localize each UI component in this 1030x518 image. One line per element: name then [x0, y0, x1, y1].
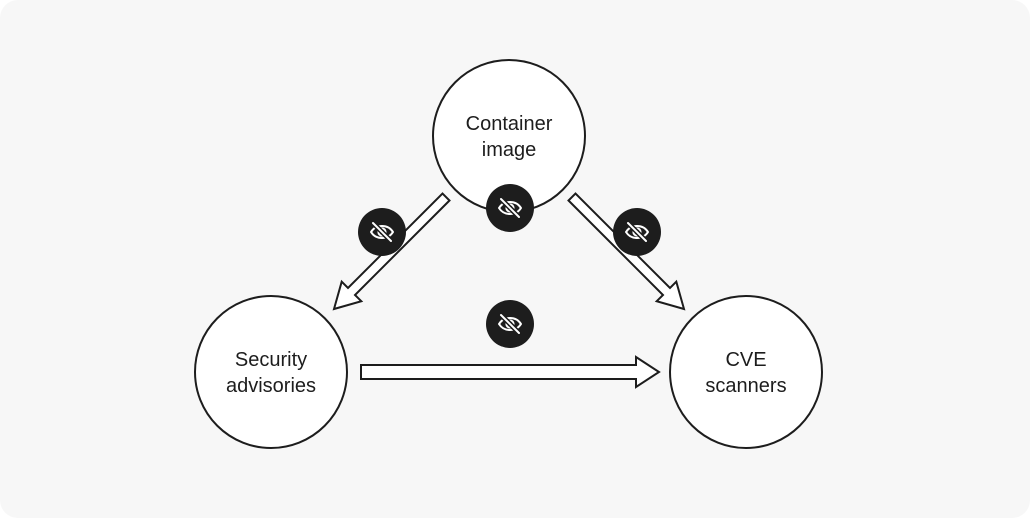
node-container-image-label-line-2: image	[482, 139, 536, 161]
node-security-advisories: Security advisories	[194, 295, 348, 449]
node-security-advisories-label-line-2: advisories	[226, 375, 316, 397]
node-cve-scanners: CVE scanners	[669, 295, 823, 449]
edge-security-to-cve	[360, 355, 661, 389]
node-security-advisories-label-line-1: Security	[235, 349, 307, 371]
arrow-security-to-cve	[360, 355, 661, 389]
node-cve-scanners-label-line-2: scanners	[705, 375, 786, 397]
node-container-image-label-line-1: Container	[466, 113, 553, 135]
badge-edge-security-to-cve	[486, 300, 534, 348]
node-cve-scanners-circle	[669, 295, 823, 449]
node-cve-scanners-label-line-1: CVE	[725, 349, 766, 371]
badge-edge-container-to-security	[358, 208, 406, 256]
node-container-image: Container image	[432, 59, 586, 213]
badge-edge-container-to-cve	[613, 208, 661, 256]
badge-container-image	[486, 184, 534, 232]
node-security-advisories-circle	[194, 295, 348, 449]
